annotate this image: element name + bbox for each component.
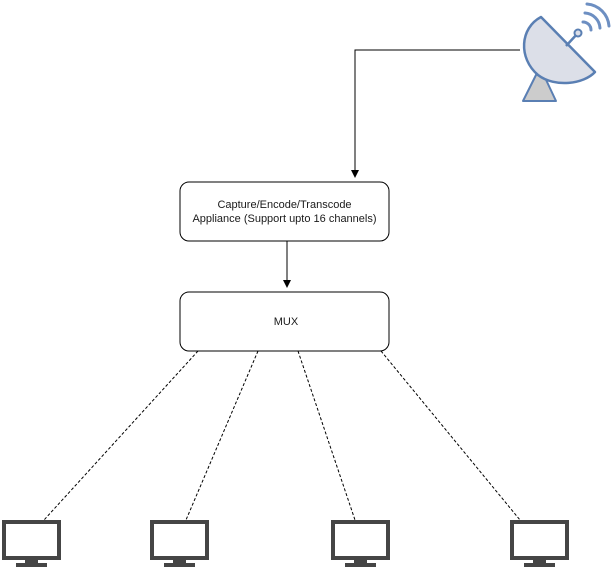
mux-node: MUX: [179, 291, 390, 352]
monitor-icon: [510, 520, 569, 567]
monitor-icon: [331, 520, 390, 567]
appliance-node: Capture/Encode/Transcode Appliance (Supp…: [179, 181, 390, 242]
edge-mux-to-monitor-4: [380, 350, 521, 521]
edge-mux-to-monitor-2: [185, 350, 259, 521]
mux-label: MUX: [274, 316, 299, 328]
appliance-label-line2: Appliance (Support upto 16 channels): [192, 213, 376, 225]
edge-satellite-to-appliance: [351, 49, 520, 178]
satellite-dish-icon: [522, 2, 611, 102]
monitor-icon: [150, 520, 209, 567]
appliance-label-line1: Capture/Encode/Transcode: [217, 199, 351, 211]
edge-mux-to-monitor-3: [297, 350, 356, 521]
edge-mux-to-monitor-1: [43, 350, 199, 521]
monitor-icon: [2, 520, 61, 567]
